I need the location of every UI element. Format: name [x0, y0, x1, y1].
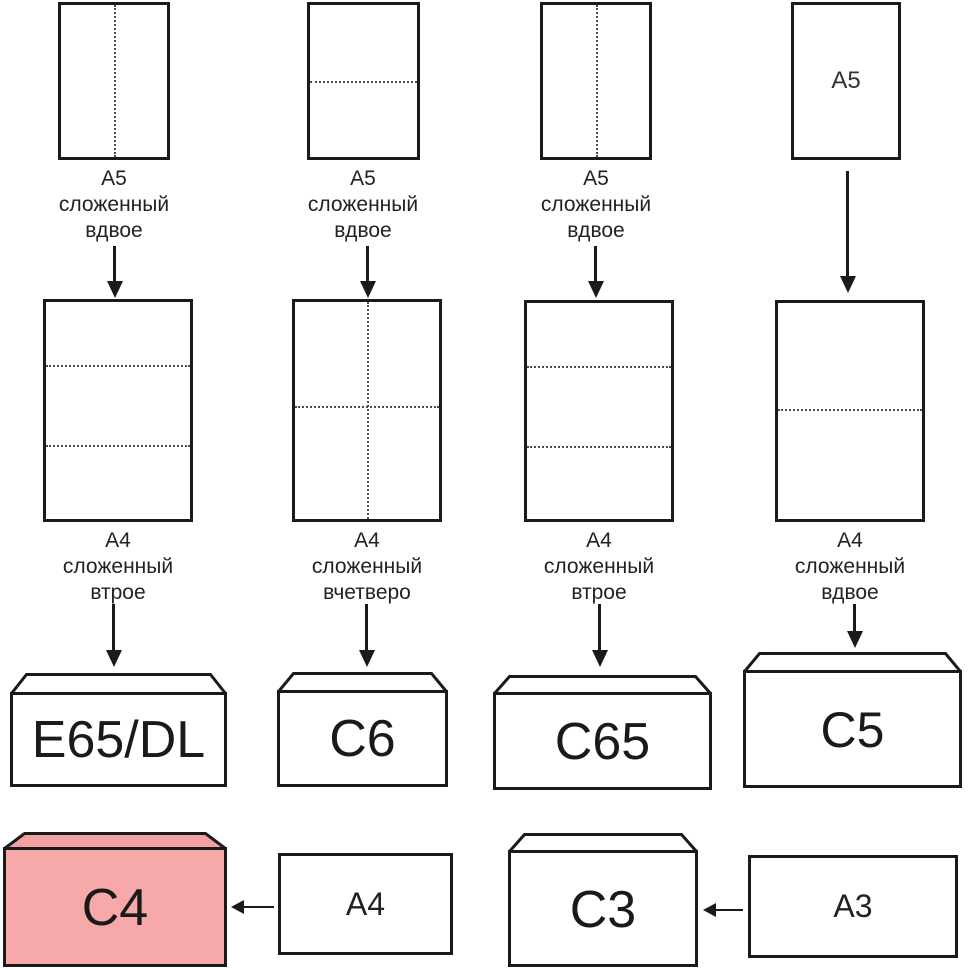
- sheet-label: А3: [833, 888, 873, 924]
- caption-line: втрое: [90, 581, 146, 604]
- arrow-left-icon: [244, 906, 274, 908]
- fold-line-vertical: [596, 5, 598, 157]
- caption-line: А5: [583, 167, 609, 190]
- sheet-a5-unfolded: А5: [791, 2, 901, 160]
- arrow-down-icon: [113, 246, 116, 281]
- fold-line-horizontal: [778, 408, 922, 411]
- envelope-shape: [10, 673, 227, 787]
- caption-a4-folded-quarters: А4 сложенный вчетверо: [267, 528, 467, 606]
- caption-line: сложенный: [311, 555, 423, 578]
- fold-line-vertical: [114, 5, 116, 157]
- envelope-label: E65/DL: [31, 711, 206, 769]
- envelope-body: [277, 690, 448, 787]
- caption-line: сложенный: [58, 193, 170, 216]
- caption-line: сложенный: [307, 193, 419, 216]
- sheet-a5-fold-vertical-1: [58, 2, 170, 160]
- caption-line: А4: [105, 529, 131, 552]
- envelope-label: C6: [329, 710, 396, 768]
- fold-line-vertical: [367, 302, 369, 519]
- envelope-c5: C5: [743, 652, 962, 788]
- fold-line-horizontal: [46, 364, 190, 367]
- fold-line-horizontal: [295, 406, 439, 409]
- caption-a4-folded-thirds-1: А4 сложенный втрое: [18, 528, 218, 606]
- caption-line: сложенный: [540, 193, 652, 216]
- sheet-label: А5: [831, 67, 861, 94]
- caption-line: вдвое: [821, 581, 879, 604]
- sheet-a4-fold-quarters: [292, 299, 442, 522]
- envelope-label: C3: [569, 880, 637, 939]
- caption-line: вдвое: [567, 219, 625, 242]
- envelope-body: [508, 850, 698, 967]
- fold-line-horizontal: [46, 445, 190, 448]
- envelope-label: C65: [554, 712, 651, 771]
- envelope-shape: [277, 672, 448, 787]
- arrow-down-icon: [112, 604, 115, 650]
- envelope-c3: C3: [508, 833, 698, 967]
- envelope-shape: [508, 833, 698, 967]
- arrow-down-icon: [366, 246, 369, 281]
- arrow-down-icon: [598, 604, 601, 650]
- fold-line-horizontal: [527, 445, 671, 448]
- sheet-label: А4: [345, 885, 386, 922]
- envelope-body: [10, 692, 227, 787]
- fold-line-horizontal: [527, 365, 671, 368]
- caption-line: вдвое: [334, 219, 392, 242]
- envelope-flap: [10, 673, 227, 695]
- caption-a5-folded-half-3: А5 сложенный вдвое: [496, 166, 696, 244]
- envelope-body: [493, 692, 712, 790]
- envelope-flap: [743, 652, 962, 673]
- envelope-c6: C6: [277, 672, 448, 787]
- caption-line: А5: [101, 167, 127, 190]
- sheet-a5-fold-vertical-2: [540, 2, 652, 160]
- envelope-flap: [508, 833, 698, 853]
- arrow-down-icon: [846, 171, 849, 276]
- arrow-left-icon: [716, 909, 743, 911]
- sheet-a3-flat: А3: [748, 855, 958, 958]
- caption-line: сложенный: [62, 555, 174, 578]
- fold-line-horizontal: [310, 81, 417, 83]
- envelope-e65dl: E65/DL: [10, 673, 227, 787]
- caption-line: А5: [350, 167, 376, 190]
- caption-line: вдвое: [85, 219, 143, 242]
- envelope-label: C4: [81, 879, 149, 937]
- envelope-flap: [493, 675, 712, 695]
- caption-line: А4: [837, 529, 863, 552]
- caption-a4-folded-thirds-2: А4 сложенный втрое: [499, 528, 699, 606]
- caption-line: вчетверо: [323, 581, 411, 604]
- sheet-a4-fold-thirds-1: [43, 299, 193, 522]
- caption-a4-folded-half: А4 сложенный вдвое: [750, 528, 950, 606]
- envelope-flap: [3, 832, 227, 850]
- envelope-body: [743, 670, 962, 788]
- arrow-down-icon: [365, 604, 368, 650]
- sheet-a4-fold-half: [775, 300, 925, 522]
- envelope-shape: [493, 675, 712, 790]
- sheet-a4-flat: А4: [278, 853, 453, 955]
- envelope-flap: [277, 672, 448, 693]
- envelope-c4-highlighted: C4: [3, 832, 227, 967]
- envelope-label: C5: [820, 701, 885, 758]
- sheet-a4-fold-thirds-2: [524, 300, 674, 522]
- caption-line: сложенный: [794, 555, 906, 578]
- caption-a5-folded-half-1: А5 сложенный вдвое: [14, 166, 214, 244]
- caption-line: А4: [354, 529, 380, 552]
- caption-line: сложенный: [543, 555, 655, 578]
- envelope-body: [3, 847, 227, 967]
- caption-line: А4: [586, 529, 612, 552]
- envelope-shape: [3, 832, 227, 967]
- arrow-down-icon: [594, 246, 597, 281]
- arrow-down-icon: [853, 604, 856, 631]
- caption-line: втрое: [571, 581, 627, 604]
- envelope-c65: C65: [493, 675, 712, 790]
- sheet-a5-fold-horizontal: [307, 2, 420, 160]
- caption-a5-folded-half-2: А5 сложенный вдвое: [263, 166, 463, 244]
- envelope-shape: [743, 652, 962, 788]
